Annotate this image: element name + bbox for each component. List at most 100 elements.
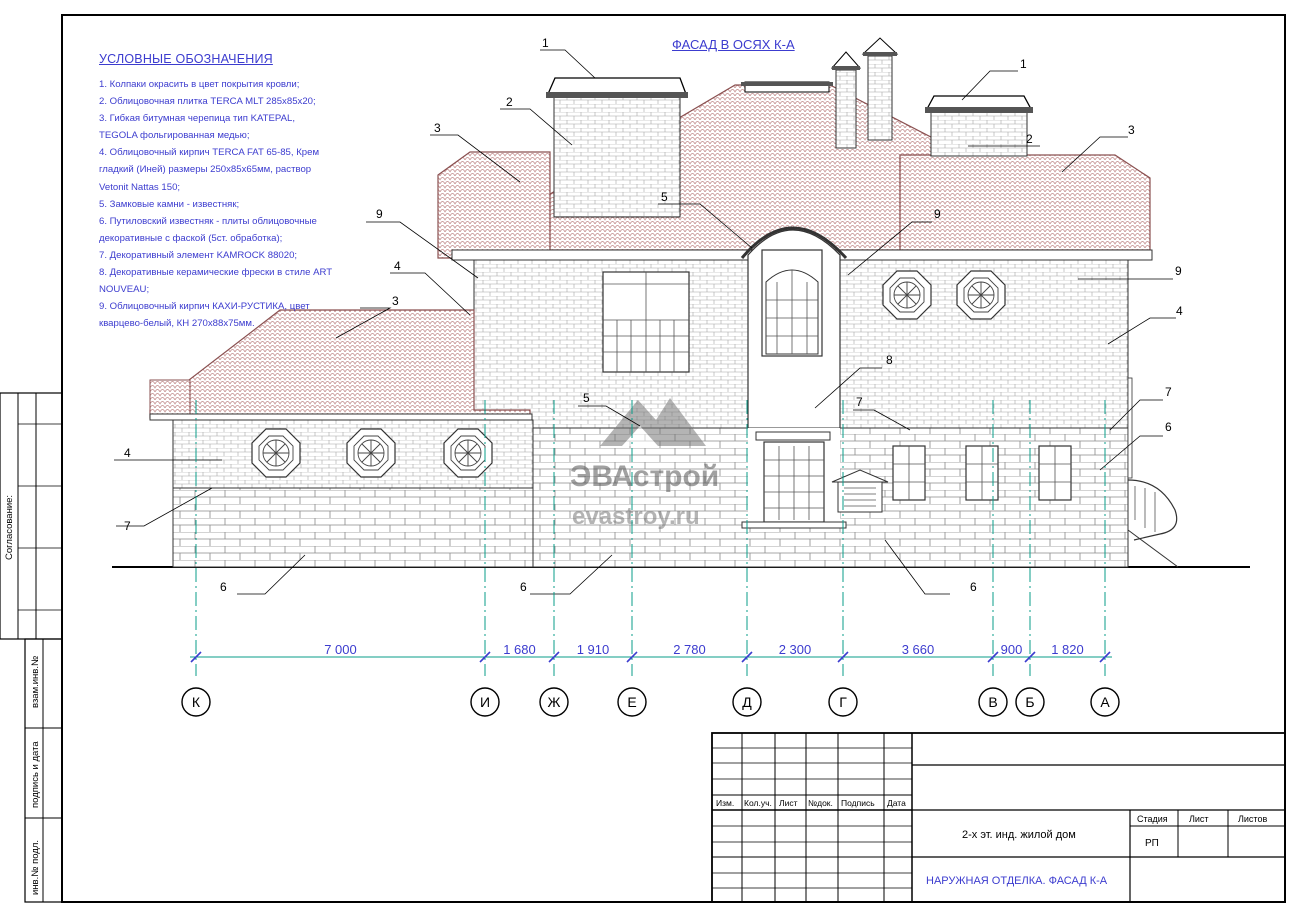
axis-label: Е: [627, 694, 636, 710]
octagon-window: [251, 428, 301, 478]
callout-number: 1: [1020, 57, 1027, 71]
legend-line: 7. Декоративный элемент KAMROCK 88020;: [99, 249, 298, 261]
callout-number: 5: [583, 391, 590, 405]
stamp-original-inv: инв.№ подл.: [30, 840, 41, 895]
legend-line: 9. Облицовочный кирпич КАХИ-РУСТИКА, цве…: [99, 301, 310, 313]
watermark-brand: ЭВАстрой: [570, 460, 719, 493]
tb-stage-header: Стадия: [1137, 814, 1168, 824]
callouts: 1 1 2 2 3 3 3 4 4 4 5 5 6 6 6 6 7 7 7 8 …: [124, 36, 1183, 594]
tb-stage-value: РП: [1145, 838, 1159, 849]
left-upper-roof: [437, 151, 551, 259]
dimension-value: 900: [1001, 642, 1023, 657]
title-block: [711, 732, 1286, 903]
axis-bubble: [978, 687, 1008, 717]
axis-bubble: [470, 687, 500, 717]
drawing-title: ФАСАД В ОСЯХ К-А: [672, 37, 795, 52]
chimney-right: [930, 111, 1028, 157]
tb-header-date: Дата: [887, 798, 906, 808]
dimension-tick: [548, 651, 560, 663]
callout-number: 1: [542, 36, 549, 50]
tb-project-name: 2-х эт. инд. жилой дом: [962, 829, 1076, 841]
axis-bubble: [1090, 687, 1120, 717]
callout-number: 6: [220, 580, 227, 594]
dimension-value: 7 000: [324, 642, 357, 657]
stamp-replacement-inv: взам.инв.№: [30, 656, 41, 708]
callout-number: 2: [506, 95, 513, 109]
tb-sheets-header: Листов: [1238, 814, 1267, 824]
vent-pipe-2: [867, 55, 893, 141]
dimension-value: 1 820: [1051, 642, 1084, 657]
callout-number: 8: [886, 353, 893, 367]
callout-number: 2: [1026, 132, 1033, 146]
octagon-window: [956, 270, 1006, 320]
callout-number: 4: [394, 259, 401, 273]
legend-line: декоративные с фаской (5ст. обработка);: [99, 232, 283, 244]
callout-number: 4: [124, 446, 131, 460]
legend: УСЛОВНЫЕ ОБОЗНАЧЕНИЯ 1. Колпаки окрасить…: [99, 52, 349, 332]
legend-line: 1. Колпаки окрасить в цвет покрытия кров…: [99, 79, 300, 90]
dimension-tick: [987, 651, 999, 663]
callout-number: 7: [1165, 385, 1172, 399]
axis-bubble: [828, 687, 858, 717]
tb-header-docno: №док.: [808, 798, 833, 808]
axis-label: Б: [1025, 694, 1034, 710]
axis-bubble: [181, 687, 211, 717]
callout-number: 3: [434, 121, 441, 135]
axis-bubble: [539, 687, 569, 717]
axis-label: А: [1100, 694, 1110, 710]
legend-title: УСЛОВНЫЕ ОБОЗНАЧЕНИЯ: [99, 52, 273, 66]
stamp-signature-date: подпись и дата: [30, 741, 41, 808]
octagon-window: [346, 428, 396, 478]
legend-line: 5. Замковые камни - известняк;: [99, 198, 240, 210]
dimension-tick: [190, 651, 202, 663]
callout-number: 7: [856, 395, 863, 409]
callout-number: 9: [376, 207, 383, 221]
legend-line: TEGOLA фольгированная медью;: [99, 130, 250, 142]
tb-sheet-title: НАРУЖНАЯ ОТДЕЛКА. ФАСАД К-А: [926, 875, 1108, 887]
axis-label: В: [988, 694, 997, 710]
callout-number: 7: [124, 519, 131, 533]
stamp-approval-label: Согласование:: [4, 495, 15, 560]
legend-line: 2. Облицовочная плитка TERCA MLT 285х85х…: [99, 96, 316, 108]
octagon-window: [882, 270, 932, 320]
dimension-tick: [1099, 651, 1111, 663]
plinth-limestone-wing: [172, 487, 534, 568]
dimension-tick: [1024, 651, 1036, 663]
dimension-value: 3 660: [902, 642, 935, 657]
dimension-value: 2 300: [779, 642, 812, 657]
tb-header-signature: Подпись: [841, 798, 875, 808]
legend-line: NOUVEAU;: [99, 284, 150, 296]
axis-bubble: [732, 687, 762, 717]
leader-lines: [114, 49, 1176, 595]
axis-label: Ж: [548, 694, 561, 710]
callout-number: 9: [1175, 264, 1182, 278]
callout-number: 6: [970, 580, 977, 594]
axis-label: К: [192, 694, 201, 710]
legend-line: кварцево-белый, КН 270х88х75мм.: [99, 318, 255, 330]
callout-number: 3: [1128, 123, 1135, 137]
dimension-value: 1 910: [577, 642, 610, 657]
tb-header-change: Изм.: [716, 798, 734, 808]
dimension-value: 1 680: [503, 642, 536, 657]
dimension-tick: [479, 651, 491, 663]
callout-number: 3: [392, 294, 399, 308]
side-stamp: Согласование: взам.инв.№ подпись и дата …: [0, 392, 63, 903]
legend-line: 6. Путиловский известняк - плиты облицов…: [99, 215, 317, 227]
title-block-text: Изм. Кол.уч. Лист №док. Подпись Дата 2-х…: [716, 798, 1267, 887]
tb-header-qty: Кол.уч.: [744, 798, 772, 808]
dimension-tick: [837, 651, 849, 663]
right-roof: [899, 154, 1151, 251]
axis-label: И: [480, 694, 490, 710]
vent-pipe-1: [835, 69, 857, 149]
legend-line: гладкий (Иней) размеры 250х85х65мм, раст…: [99, 164, 312, 176]
watermark: ЭВАстрой evastroy.ru: [570, 398, 719, 530]
watermark-url: evastroy.ru: [572, 503, 700, 530]
callout-number: 9: [934, 207, 941, 221]
axis-bubble: [1015, 687, 1045, 717]
axis-bubble: [617, 687, 647, 717]
tb-header-sheet: Лист: [779, 798, 798, 808]
axis-label: Д: [742, 694, 752, 710]
